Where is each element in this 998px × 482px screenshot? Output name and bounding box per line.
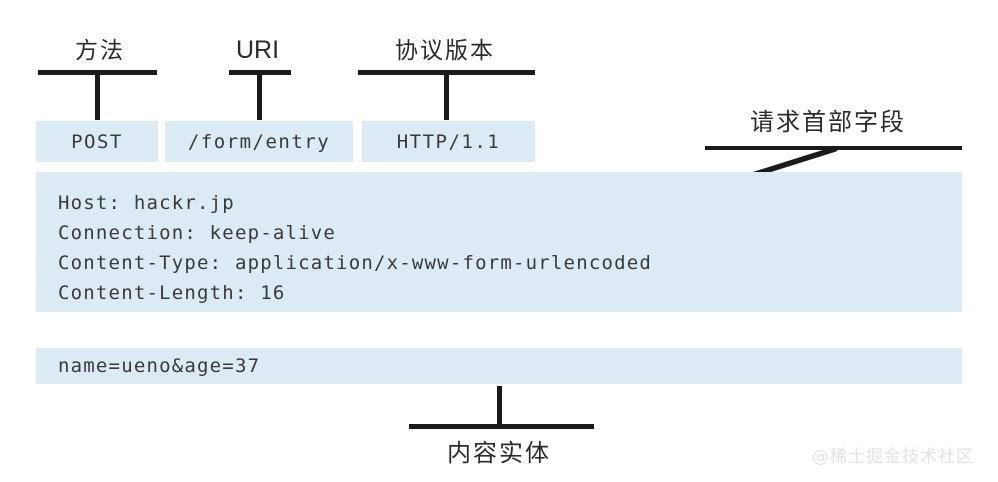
request-header-block: Host: hackr.jp Connection: keep-alive Co…: [36, 172, 962, 312]
bracket-method-vertical: [95, 70, 100, 120]
request-header-text: Host: hackr.jp Connection: keep-alive Co…: [58, 192, 653, 304]
request-body-text: name=ueno&age=37: [58, 355, 261, 377]
request-line-uri-box: /form/entry: [165, 121, 353, 162]
bracket-entity-body-horizontal: [409, 424, 594, 429]
request-line-method-text: POST: [71, 130, 123, 153]
label-uri: URI: [236, 36, 280, 64]
label-version: 协议版本: [395, 38, 495, 64]
bracket-version-vertical: [444, 70, 449, 120]
bracket-uri-vertical: [257, 70, 262, 120]
request-line-method-box: POST: [36, 121, 158, 162]
request-line-uri-text: /form/entry: [187, 130, 331, 153]
bracket-entity-body-vertical: [497, 386, 502, 428]
request-line-version-text: HTTP/1.1: [396, 130, 501, 153]
label-entity-body: 内容实体: [447, 439, 551, 467]
request-line-version-box: HTTP/1.1: [362, 121, 535, 162]
watermark: @稀土掘金技术社区: [812, 447, 974, 467]
label-method: 方法: [75, 38, 125, 64]
request-body-block: name=ueno&age=37: [36, 348, 962, 384]
label-request-headers: 请求首部字段: [750, 108, 906, 136]
